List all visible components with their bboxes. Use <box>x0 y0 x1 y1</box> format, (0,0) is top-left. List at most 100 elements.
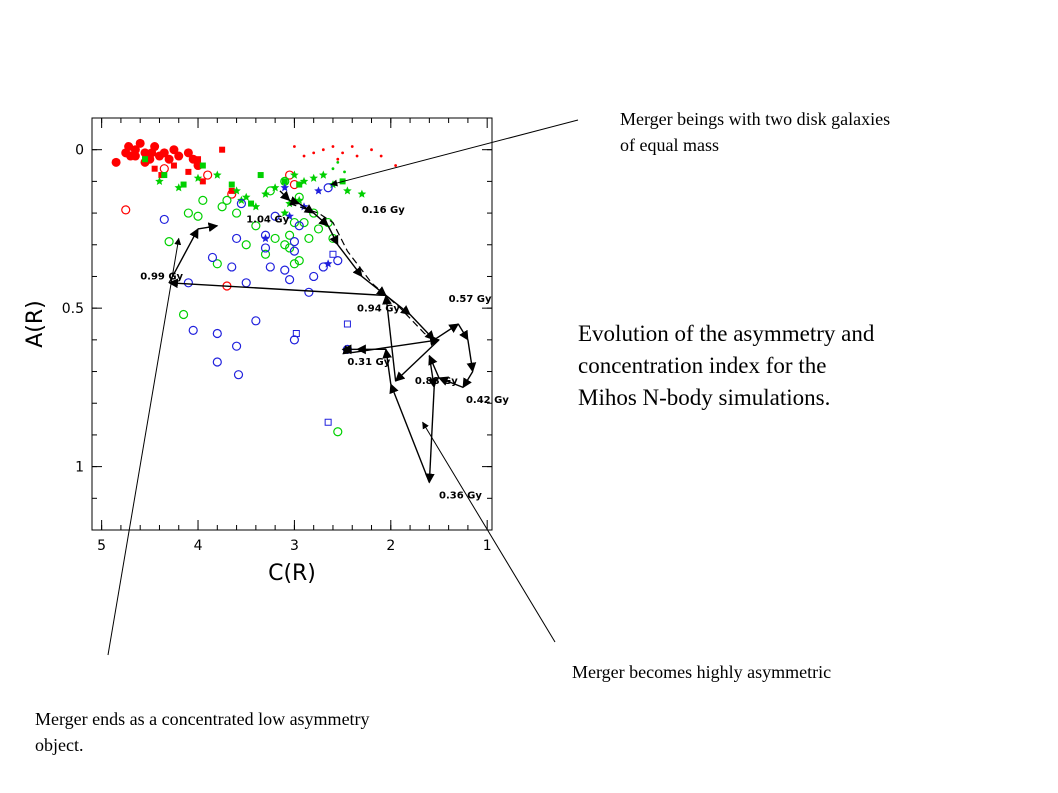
data-point <box>135 138 145 148</box>
track-segment <box>438 376 464 389</box>
data-point <box>265 262 275 272</box>
data-point <box>241 240 251 250</box>
data-point <box>284 275 295 285</box>
data-point <box>394 164 398 167</box>
data-point <box>270 183 280 192</box>
data-point <box>336 160 340 164</box>
data-point <box>304 233 314 244</box>
data-point <box>219 146 226 153</box>
data-point <box>341 151 345 155</box>
data-point <box>350 145 354 148</box>
data-point <box>324 418 332 426</box>
data-point <box>180 181 187 188</box>
data-point <box>289 335 300 345</box>
data-point <box>231 208 242 218</box>
data-point <box>174 183 183 192</box>
data-point <box>228 187 235 194</box>
data-point <box>174 151 184 161</box>
data-point <box>357 189 367 198</box>
data-point <box>294 221 304 231</box>
track-segment <box>313 212 329 227</box>
data-point <box>126 151 136 161</box>
data-point <box>198 195 208 205</box>
data-point <box>314 186 323 195</box>
note-merger-start-line1: Merger beings with two disk galaxies <box>620 109 891 129</box>
y-tick-label: 0 <box>75 143 84 159</box>
data-point <box>261 233 270 243</box>
data-point <box>290 170 299 179</box>
track-segment <box>342 345 354 355</box>
data-point <box>227 189 237 199</box>
data-point <box>236 198 246 209</box>
data-point <box>124 142 134 152</box>
data-point <box>280 208 290 217</box>
data-point <box>333 256 343 266</box>
data-point <box>299 217 309 228</box>
data-point <box>309 173 318 182</box>
plot-frame <box>91 117 493 531</box>
track-time-label: 0.88 Gy <box>415 376 458 387</box>
track-segment <box>352 336 440 354</box>
data-point <box>251 316 261 326</box>
data-point <box>261 189 270 198</box>
x-tick-label: 5 <box>97 538 106 554</box>
data-point <box>193 211 203 221</box>
note-merger-end-line1: Merger ends as a concentrated low asymme… <box>35 709 370 729</box>
data-point <box>312 151 316 155</box>
data-point <box>147 148 157 158</box>
data-point <box>232 186 241 195</box>
data-point <box>233 370 244 380</box>
track-segment <box>382 348 393 385</box>
track-segment <box>457 323 469 341</box>
data-point <box>331 145 335 148</box>
data-point <box>159 164 169 174</box>
note-evolution-line2: concentration index for the <box>578 353 827 378</box>
note-evolution: Evolution of the asymmetry and concentra… <box>578 318 874 414</box>
data-point <box>299 176 309 185</box>
track-segment <box>424 387 435 484</box>
data-point <box>336 157 340 161</box>
track-segment <box>389 383 431 483</box>
y-axis-label: A(R) <box>23 300 48 348</box>
data-point <box>130 145 140 155</box>
data-point <box>185 168 192 175</box>
note-evolution-line3: Mihos N-body simulations. <box>578 385 831 410</box>
data-point <box>343 170 346 174</box>
data-point <box>280 265 290 275</box>
data-point <box>248 200 255 207</box>
data-point <box>155 176 164 185</box>
data-point <box>227 262 237 272</box>
data-point <box>228 181 235 188</box>
track-segment <box>394 339 440 382</box>
data-point <box>304 287 314 297</box>
data-point <box>251 221 261 231</box>
data-point <box>329 250 337 258</box>
track-time-label: 0.16 Gy <box>362 205 405 216</box>
track-segment <box>337 244 363 278</box>
data-point <box>302 154 306 158</box>
pointer-merger-asymmetric <box>422 421 556 643</box>
data-point <box>164 154 174 164</box>
track-segment <box>279 190 291 202</box>
data-point <box>212 357 222 367</box>
data-point <box>292 330 300 338</box>
data-point <box>178 309 189 320</box>
data-point <box>199 162 206 169</box>
data-point <box>241 278 251 288</box>
x-tick-label: 3 <box>290 538 299 554</box>
data-point <box>294 256 304 266</box>
data-point <box>142 156 149 163</box>
track-time-label: 1.04 Gy <box>246 215 289 226</box>
data-point <box>111 157 121 167</box>
track-time-label: 0.31 Gy <box>347 357 390 368</box>
data-point <box>323 183 333 193</box>
data-point <box>161 172 168 179</box>
data-point <box>296 181 303 188</box>
pointer-merger-start <box>330 119 579 187</box>
data-point <box>343 320 351 328</box>
data-point <box>213 170 222 179</box>
data-point <box>241 192 251 201</box>
x-axis-label: C(R) <box>268 561 316 586</box>
